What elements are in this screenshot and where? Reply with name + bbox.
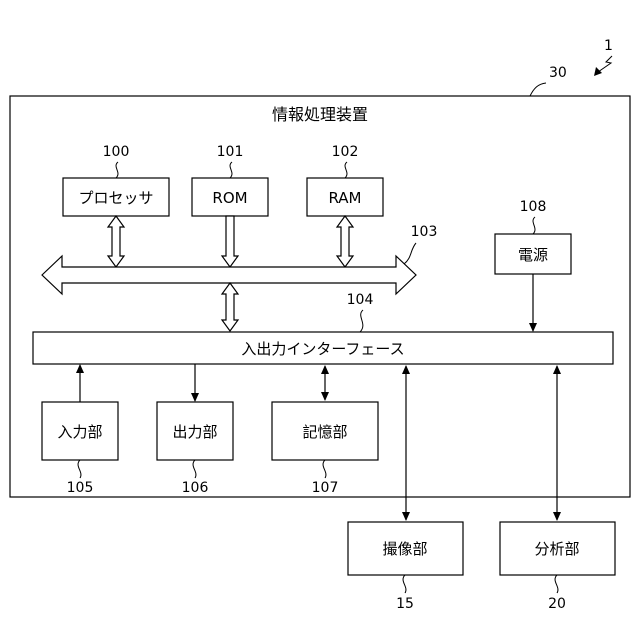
storage-ref-label: 107 xyxy=(312,480,339,496)
imaging-label: 撮像部 xyxy=(382,540,427,558)
input-label: 入力部 xyxy=(57,423,102,441)
power-label: 電源 xyxy=(518,246,548,264)
rom-label: ROM xyxy=(212,189,247,207)
output-ref-label: 106 xyxy=(182,480,209,496)
analysis-ref-leader xyxy=(555,575,558,593)
apparatus-title: 情報処理装置 xyxy=(272,105,368,124)
io-ref-label: 104 xyxy=(347,292,374,308)
system-ref-arrowhead xyxy=(594,67,602,76)
processor-label: プロセッサ xyxy=(78,189,153,207)
processor-ref-label: 100 xyxy=(103,144,130,160)
ram-label: RAM xyxy=(328,189,361,207)
imaging-ref-label: 15 xyxy=(396,596,414,612)
output-label: 出力部 xyxy=(172,423,217,441)
apparatus-ref-leader xyxy=(530,83,546,96)
ram-ref-label: 102 xyxy=(332,144,359,160)
bus-ref-label: 103 xyxy=(411,224,438,240)
input-ref-label: 105 xyxy=(67,480,94,496)
analysis-ref-label: 20 xyxy=(548,596,566,612)
io-interface-label: 入出力インターフェース xyxy=(241,340,404,358)
storage-label: 記憶部 xyxy=(302,423,347,441)
imaging-ref-leader xyxy=(403,575,406,593)
rom-ref-label: 101 xyxy=(217,144,244,160)
apparatus-ref-label: 30 xyxy=(549,65,567,81)
system-ref-label: 1 xyxy=(604,38,613,54)
analysis-label: 分析部 xyxy=(534,540,579,558)
system-ref-arrow xyxy=(598,56,612,72)
power-ref-label: 108 xyxy=(520,199,547,215)
